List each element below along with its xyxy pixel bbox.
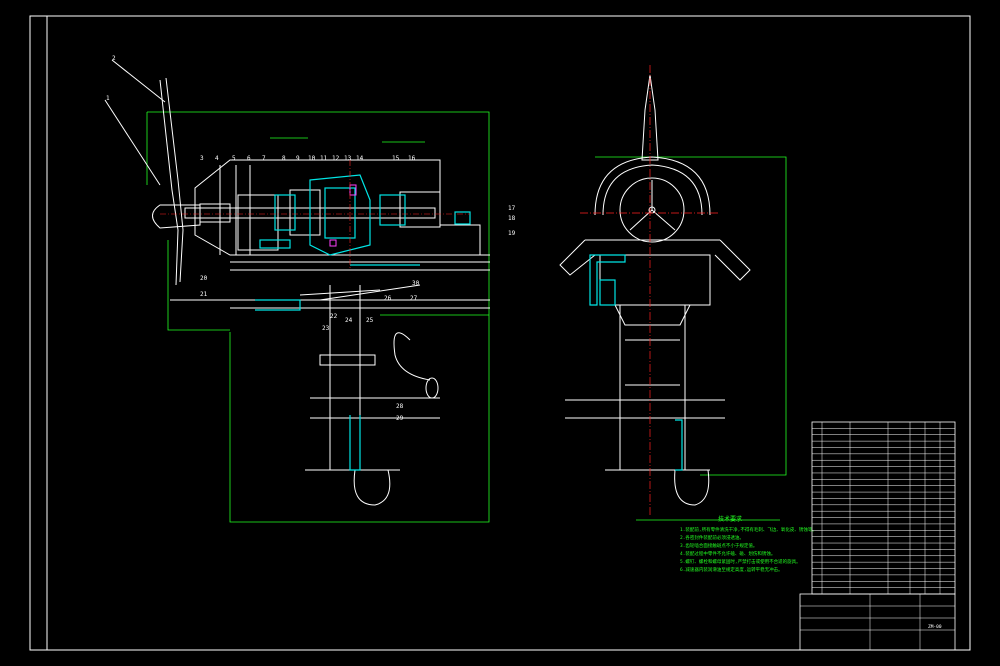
part-callout: 30 <box>412 280 420 287</box>
tech-note-line: 5.螺钉、螺栓和螺母紧固时,严禁打击或使用不合适的旋具。 <box>680 558 801 565</box>
part-callout: 18 <box>508 215 516 222</box>
part-callout: 29 <box>396 415 404 422</box>
part-callout: 13 <box>344 155 352 162</box>
part-callout: 5 <box>232 155 236 162</box>
part-callout: 17 <box>508 205 516 212</box>
part-callout: 26 <box>384 295 392 302</box>
part-callout: 22 <box>330 313 338 320</box>
part-callout: 16 <box>408 155 416 162</box>
part-callout: 9 <box>296 155 300 162</box>
front-view <box>559 65 787 521</box>
tech-note-line: 1.装配前,所有零件清洗干净,不得有毛刺、飞边、氧化皮、锈蚀等。 <box>680 526 817 533</box>
tech-notes-title: 技术要求 <box>718 515 742 523</box>
drawing-number: ZM-00 <box>928 624 942 630</box>
outer-frame <box>29 15 971 651</box>
part-callout: 10 <box>308 155 316 162</box>
part-callout: 20 <box>200 275 208 282</box>
part-callout: 25 <box>366 317 374 324</box>
part-callout: 19 <box>508 230 516 237</box>
part-callout: 8 <box>282 155 286 162</box>
part-callout: 3 <box>200 155 204 162</box>
tech-note-line: 6.减速器内装润滑油至规定高度,运转平稳无冲击。 <box>680 566 783 573</box>
part-callout: 14 <box>356 155 364 162</box>
part-callout: 11 <box>320 155 328 162</box>
part-callout: 4 <box>215 155 219 162</box>
part-callout: 24 <box>345 317 353 324</box>
technical-requirements: 技术要求 1.装配前,所有零件清洗干净,不得有毛刺、飞边、氧化皮、锈蚀等。2.各… <box>680 515 817 573</box>
tech-note-line: 4.装配过程中零件不允许磕、碰、划伤和锈蚀。 <box>680 550 775 557</box>
part-callout: 23 <box>322 325 330 332</box>
part-callout: 28 <box>396 403 404 410</box>
part-callout: 21 <box>200 291 208 298</box>
part-callout: 7 <box>262 155 266 162</box>
part-callout: 15 <box>392 155 400 162</box>
part-callout: 6 <box>247 155 251 162</box>
tech-note-line: 3.齿轮啮合面接触斑点不小于规定值。 <box>680 542 757 549</box>
tech-note-line: 2.各密封件装配前必须浸透油。 <box>680 534 744 541</box>
inner-frame <box>46 15 971 651</box>
part-callout: 2 <box>112 55 116 62</box>
part-callout: 1 <box>106 95 110 102</box>
part-callout: 12 <box>332 155 340 162</box>
part-callout: 27 <box>410 295 418 302</box>
title-block: ZM-00 <box>799 421 956 651</box>
